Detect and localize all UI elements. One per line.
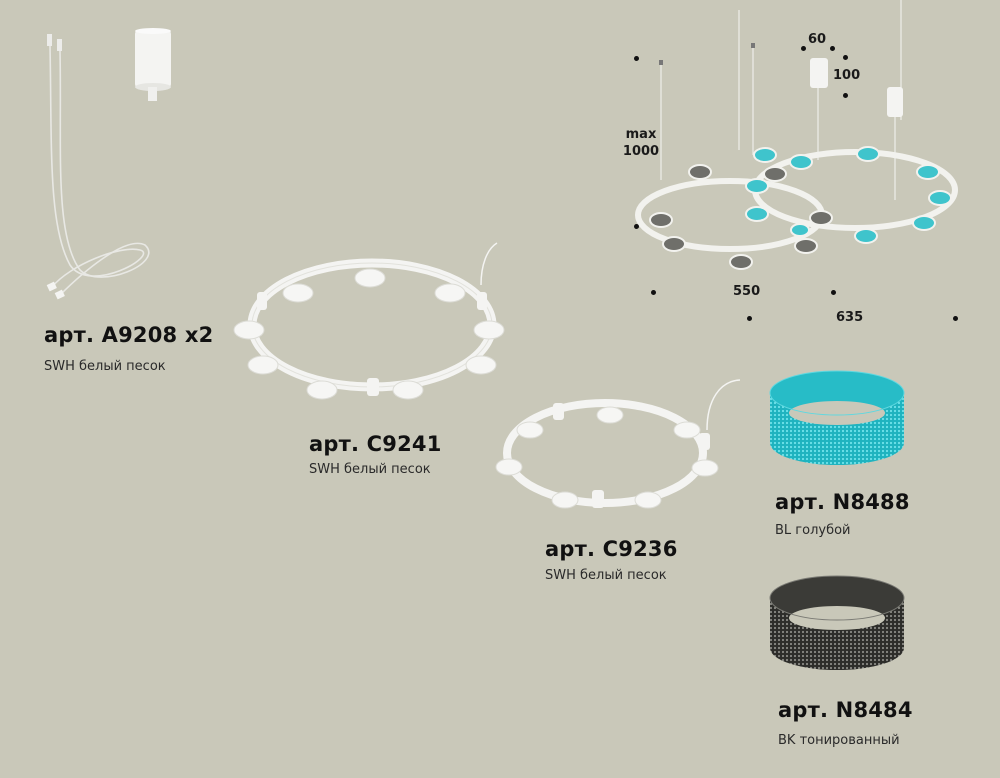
product-subtitle-c9241: SWH белый песок <box>309 462 431 477</box>
dimension-marker <box>830 46 835 51</box>
product-subtitle-n8488: BL голубой <box>775 523 851 538</box>
small-ring-frame-icon <box>495 379 741 509</box>
smoke-crystal-ring-icon <box>769 575 905 670</box>
product-title-n8484: арт. N8484 <box>778 698 913 722</box>
product-title-c9241: арт. C9241 <box>309 432 442 456</box>
product-subtitle-n8484: BK тонированный <box>778 733 900 748</box>
dimension-marker <box>843 55 848 60</box>
canopy-height-label: 100 <box>833 68 861 83</box>
dimension-marker <box>747 316 752 321</box>
dimension-marker <box>801 46 806 51</box>
dimension-marker <box>634 224 639 229</box>
small-ring-diameter-label: 550 <box>733 284 761 299</box>
blue-crystal-ring-icon <box>769 370 905 465</box>
product-subtitle-a9208: SWH белый песок <box>44 359 166 374</box>
product-title-n8488: арт. N8488 <box>775 490 910 514</box>
dimension-marker <box>651 290 656 295</box>
product-title-a9208: арт. A9208 x2 <box>44 323 214 347</box>
product-subtitle-c9236: SWH белый песок <box>545 568 667 583</box>
canopy-width-label: 60 <box>808 32 827 47</box>
dimension-marker <box>953 316 958 321</box>
product-title-c9236: арт. C9236 <box>545 537 678 561</box>
max-height-label: max <box>625 127 657 142</box>
large-ring-frame-icon <box>233 242 505 400</box>
dimension-marker <box>831 290 836 295</box>
dimension-marker <box>843 93 848 98</box>
dimension-marker <box>634 56 639 61</box>
large-ring-diameter-label: 635 <box>836 310 864 325</box>
max-height-value: 1000 <box>622 144 660 159</box>
assembled-chandelier-icon <box>635 0 958 270</box>
suspension-kit-icon <box>46 28 171 300</box>
